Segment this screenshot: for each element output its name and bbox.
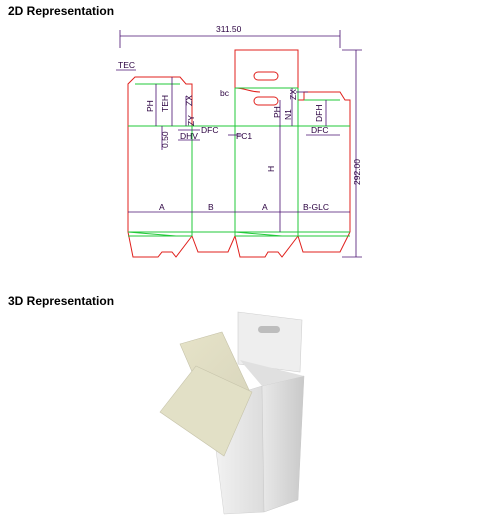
dieline-2d-diagram: 311.50 292.00 TEC PH TEH ZX ZY DFC DHV F…	[116, 24, 362, 258]
dim-ph-right-label: PH	[272, 106, 282, 118]
dim-h-label: H	[266, 166, 276, 172]
dim-a-left-label: A	[159, 202, 165, 212]
dim-b-glc-label: B-GLC	[303, 202, 329, 212]
dim-ph-left-label: PH	[145, 100, 155, 112]
2d-representation-title: 2D Representation	[8, 4, 115, 18]
dim-n1-label: N1	[283, 109, 293, 120]
dim-a-right-label: A	[262, 202, 268, 212]
dimension-lines	[116, 30, 362, 258]
dim-dhv-label: DHV	[180, 131, 198, 141]
dim-height-label: 292.00	[352, 159, 362, 185]
dim-050-label: 0.50	[160, 131, 170, 148]
dim-bc-label: bc	[220, 88, 230, 98]
dim-dfc-right-label: DFC	[311, 125, 328, 135]
dim-zx-left-label: ZX	[184, 95, 194, 106]
dim-b-label: B	[208, 202, 214, 212]
crease-lines	[127, 83, 350, 237]
dim-dfc-left-label: DFC	[201, 125, 218, 135]
dim-zx-right-label: ZX	[288, 89, 298, 100]
dim-width-label: 311.50	[216, 24, 242, 34]
dim-zy-left-label: ZY	[186, 115, 196, 126]
3d-representation-title: 3D Representation	[8, 294, 115, 308]
dim-teh-label: TEH	[160, 95, 170, 112]
dim-dfh-label: DFH	[314, 105, 324, 122]
dim-fc1-label: FC1	[236, 131, 252, 141]
dim-tec-label: TEC	[118, 60, 135, 70]
